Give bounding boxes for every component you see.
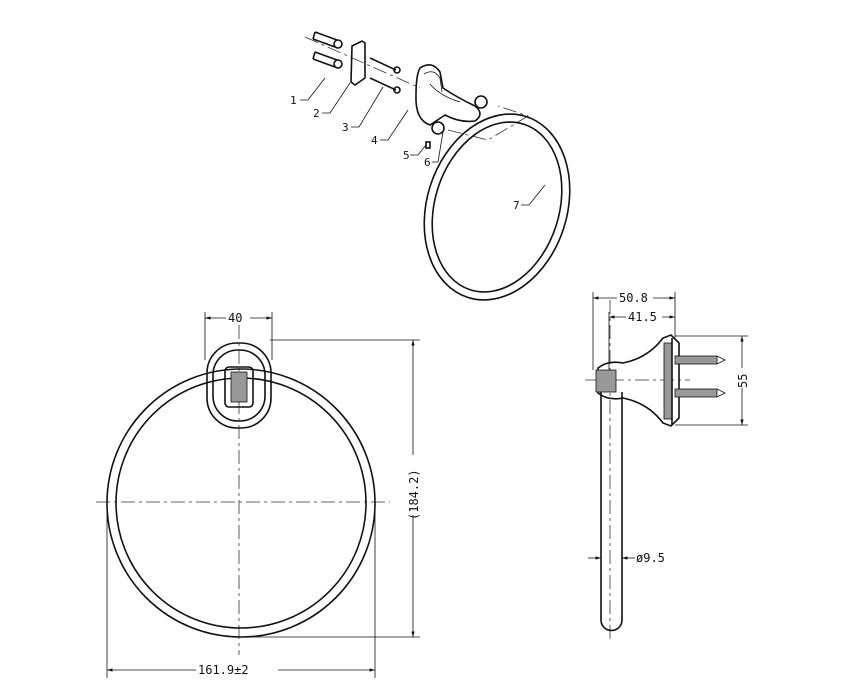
dim-overall-depth: 50.8 xyxy=(619,291,648,305)
dim-mount-depth: 41.5 xyxy=(628,310,657,324)
screw-upper xyxy=(674,355,726,365)
dim-mount-height: 55 xyxy=(736,374,750,388)
wall-anchors xyxy=(312,31,343,69)
front-view: 40 (184.2) 161.9±2 xyxy=(96,310,421,678)
ring-inner xyxy=(115,377,367,629)
wall-base xyxy=(415,64,481,126)
ring-exploded xyxy=(423,113,571,301)
mount-side xyxy=(595,334,726,427)
ring-outer xyxy=(106,368,376,638)
side-view: 50.8 41.5 55 ø9.5 xyxy=(585,290,750,640)
rod-side xyxy=(600,392,623,632)
part-label-1: 1 xyxy=(290,94,297,107)
dim-ring-width: 161.9±2 xyxy=(198,663,249,677)
part-label-5: 5 xyxy=(403,149,410,162)
part-label-2: 2 xyxy=(313,107,320,120)
dim-rod-diameter: ø9.5 xyxy=(636,551,665,565)
exploded-view: 1 2 3 4 5 6 7 xyxy=(290,31,571,301)
part-label-6: 6 xyxy=(424,156,431,169)
part-label-7: 7 xyxy=(513,199,520,212)
dim-ring-height: (184.2) xyxy=(407,469,421,520)
mount-front xyxy=(206,342,272,429)
part-label-3: 3 xyxy=(342,121,349,134)
part-label-4: 4 xyxy=(371,134,378,147)
mounting-plate xyxy=(350,40,366,86)
dim-mount-width: 40 xyxy=(228,311,242,325)
screw-lower xyxy=(674,388,726,398)
screws xyxy=(369,57,401,94)
